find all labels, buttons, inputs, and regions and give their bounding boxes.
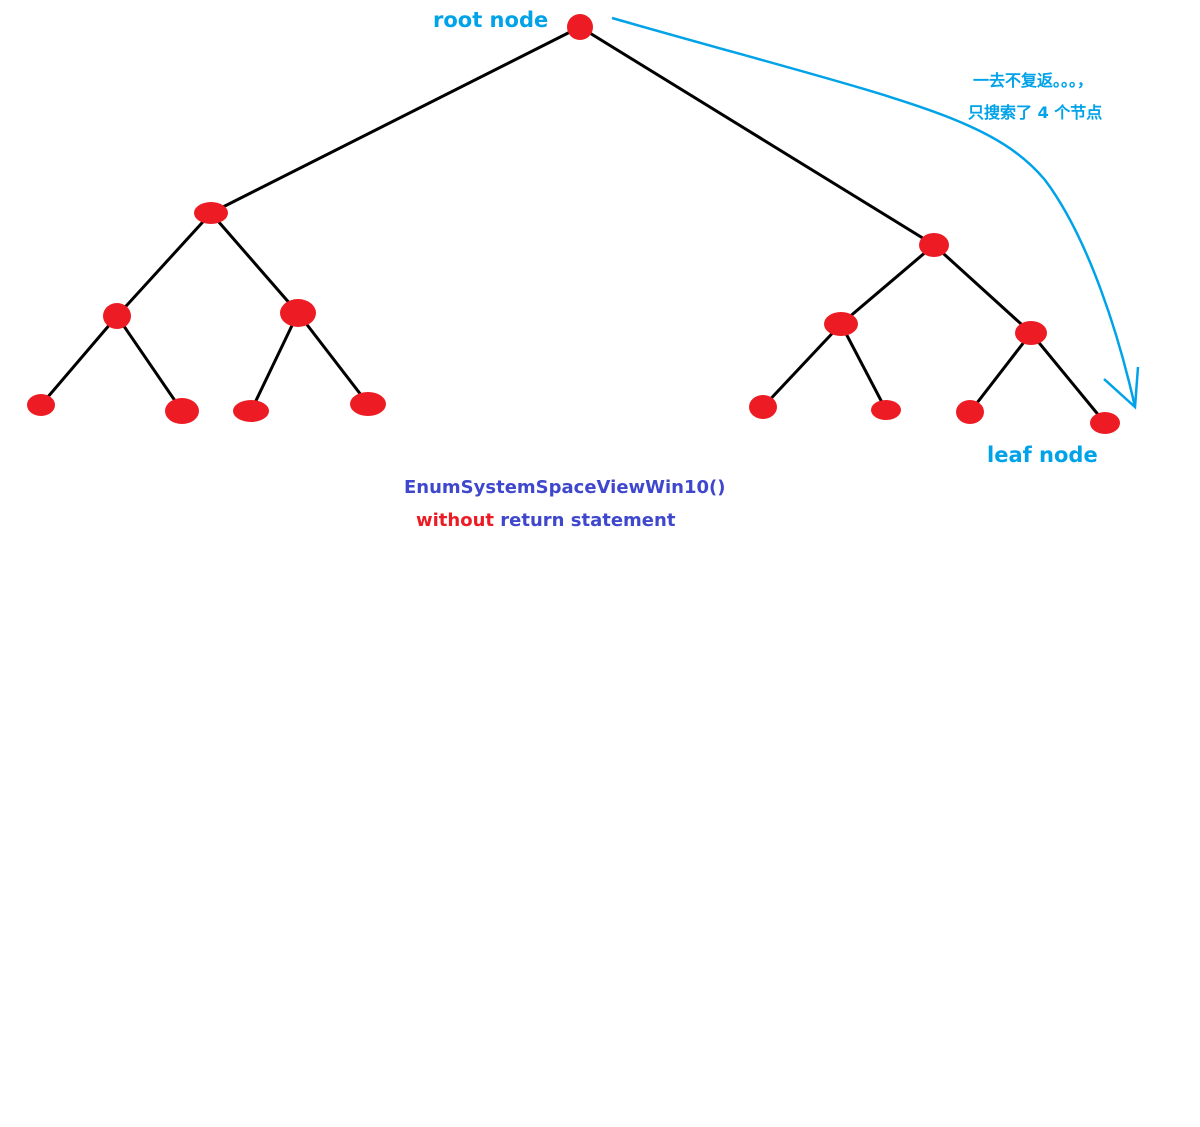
tree-node: [919, 233, 949, 257]
note-line-2: 只搜索了 4 个节点: [968, 103, 1103, 122]
tree-node: [194, 202, 228, 224]
root-node-label: root node: [433, 8, 549, 32]
tree-edge: [296, 312, 370, 405]
tree-edge: [1029, 332, 1107, 424]
leaf-node: [350, 392, 386, 416]
tree-edge: [115, 315, 184, 412]
traversal-arrow: [611, 16, 1137, 408]
leaf-node: [233, 400, 269, 422]
tree-node: [103, 303, 131, 329]
note-line-1: 一去不复返。。。，: [973, 71, 1094, 90]
tree-edge: [115, 211, 213, 318]
tree-edge: [210, 25, 581, 215]
tree-edge: [761, 322, 843, 409]
arrowhead-icon: [1103, 366, 1140, 410]
tree-edge: [249, 312, 300, 412]
tree-edge: [932, 243, 1033, 335]
function-name: EnumSystemSpaceViewWin10(): [404, 477, 726, 498]
leaf-node: [1090, 412, 1120, 434]
tree-edge: [968, 332, 1033, 413]
without-word: without: [416, 510, 495, 531]
tree-edges: [39, 25, 1107, 424]
tree-edge: [579, 25, 935, 247]
tree-edge: [840, 243, 935, 326]
leaf-node: [165, 398, 199, 424]
tree-node: [824, 312, 858, 336]
leaf-node: [871, 400, 901, 420]
leaf-node: [956, 400, 984, 424]
return-note: without return statement: [416, 510, 675, 531]
tree-edge: [209, 212, 300, 314]
return-statement-text: return statement: [500, 510, 676, 531]
tree-node: [1015, 321, 1047, 345]
tree-nodes: [27, 14, 1120, 434]
leaf-node: [27, 394, 55, 416]
leaf-node-label: leaf node: [987, 443, 1098, 467]
tree-edge: [39, 315, 119, 406]
root-node: [567, 14, 593, 40]
tree-node: [280, 299, 316, 327]
leaf-node: [749, 395, 777, 419]
tree-edge: [839, 323, 888, 411]
